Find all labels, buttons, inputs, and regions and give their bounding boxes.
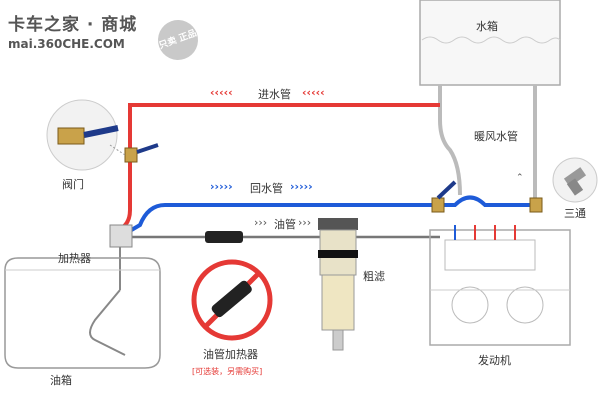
fuel-pipe-heater-callout xyxy=(191,259,273,341)
heater-water-pipe xyxy=(438,85,462,196)
brand-logo: 卡车之家 · 商城 mai.360CHE.COM xyxy=(8,10,137,51)
fuel-tank-label: 油箱 xyxy=(50,374,72,387)
fuel-pipe-heater-inline xyxy=(205,231,243,243)
valve-callout xyxy=(46,99,126,171)
fuel-pipe-arrows-right: ››› xyxy=(298,216,312,229)
water-return-arrows-right: ››››› xyxy=(290,180,313,193)
heater-label: 加热器 xyxy=(58,252,91,265)
engine-label: 发动机 xyxy=(478,354,511,367)
water-in-arrows: ‹‹‹‹‹ xyxy=(210,86,233,99)
brand-url: mai.360CHE.COM xyxy=(8,37,125,51)
fuel-pipe-arrows: ››› xyxy=(254,216,268,229)
tee-label: 三通 xyxy=(564,207,586,220)
heater-flow-arrow: ⌃ xyxy=(516,173,524,183)
tee-fitting xyxy=(529,197,543,213)
coarse-filter-label: 粗滤 xyxy=(363,270,385,283)
heater-unit xyxy=(89,224,133,356)
valve-label: 阀门 xyxy=(62,178,84,191)
fuel-pipe-heater-note: [可选装，另需购买] xyxy=(192,367,263,376)
water-return-label: 回水管 xyxy=(250,182,283,195)
fuel-pipe-label: 油管 xyxy=(274,218,296,231)
heater-pipe-label: 暖风水管 xyxy=(474,130,518,143)
brand-name: 卡车之家 · 商城 xyxy=(8,15,138,35)
engine xyxy=(429,225,571,346)
seal-text: 只卖 正品 xyxy=(157,28,199,52)
fuel-tank xyxy=(4,257,161,369)
water-in-arrows-right: ‹‹‹‹‹ xyxy=(302,86,325,99)
inlet-valve xyxy=(124,143,159,163)
water-inlet-pipe xyxy=(117,103,440,232)
water-in-label: 进水管 xyxy=(258,88,291,101)
water-tank-label: 水箱 xyxy=(476,20,498,33)
water-return-arrows: ››››› xyxy=(210,180,233,193)
coarse-filter xyxy=(318,218,358,351)
tee-callout xyxy=(552,157,598,203)
water-return-pipe xyxy=(126,195,535,234)
water-tank xyxy=(419,0,561,86)
return-valve xyxy=(431,180,457,213)
fuel-pipe-heater-label: 油管加热器 xyxy=(203,348,258,361)
